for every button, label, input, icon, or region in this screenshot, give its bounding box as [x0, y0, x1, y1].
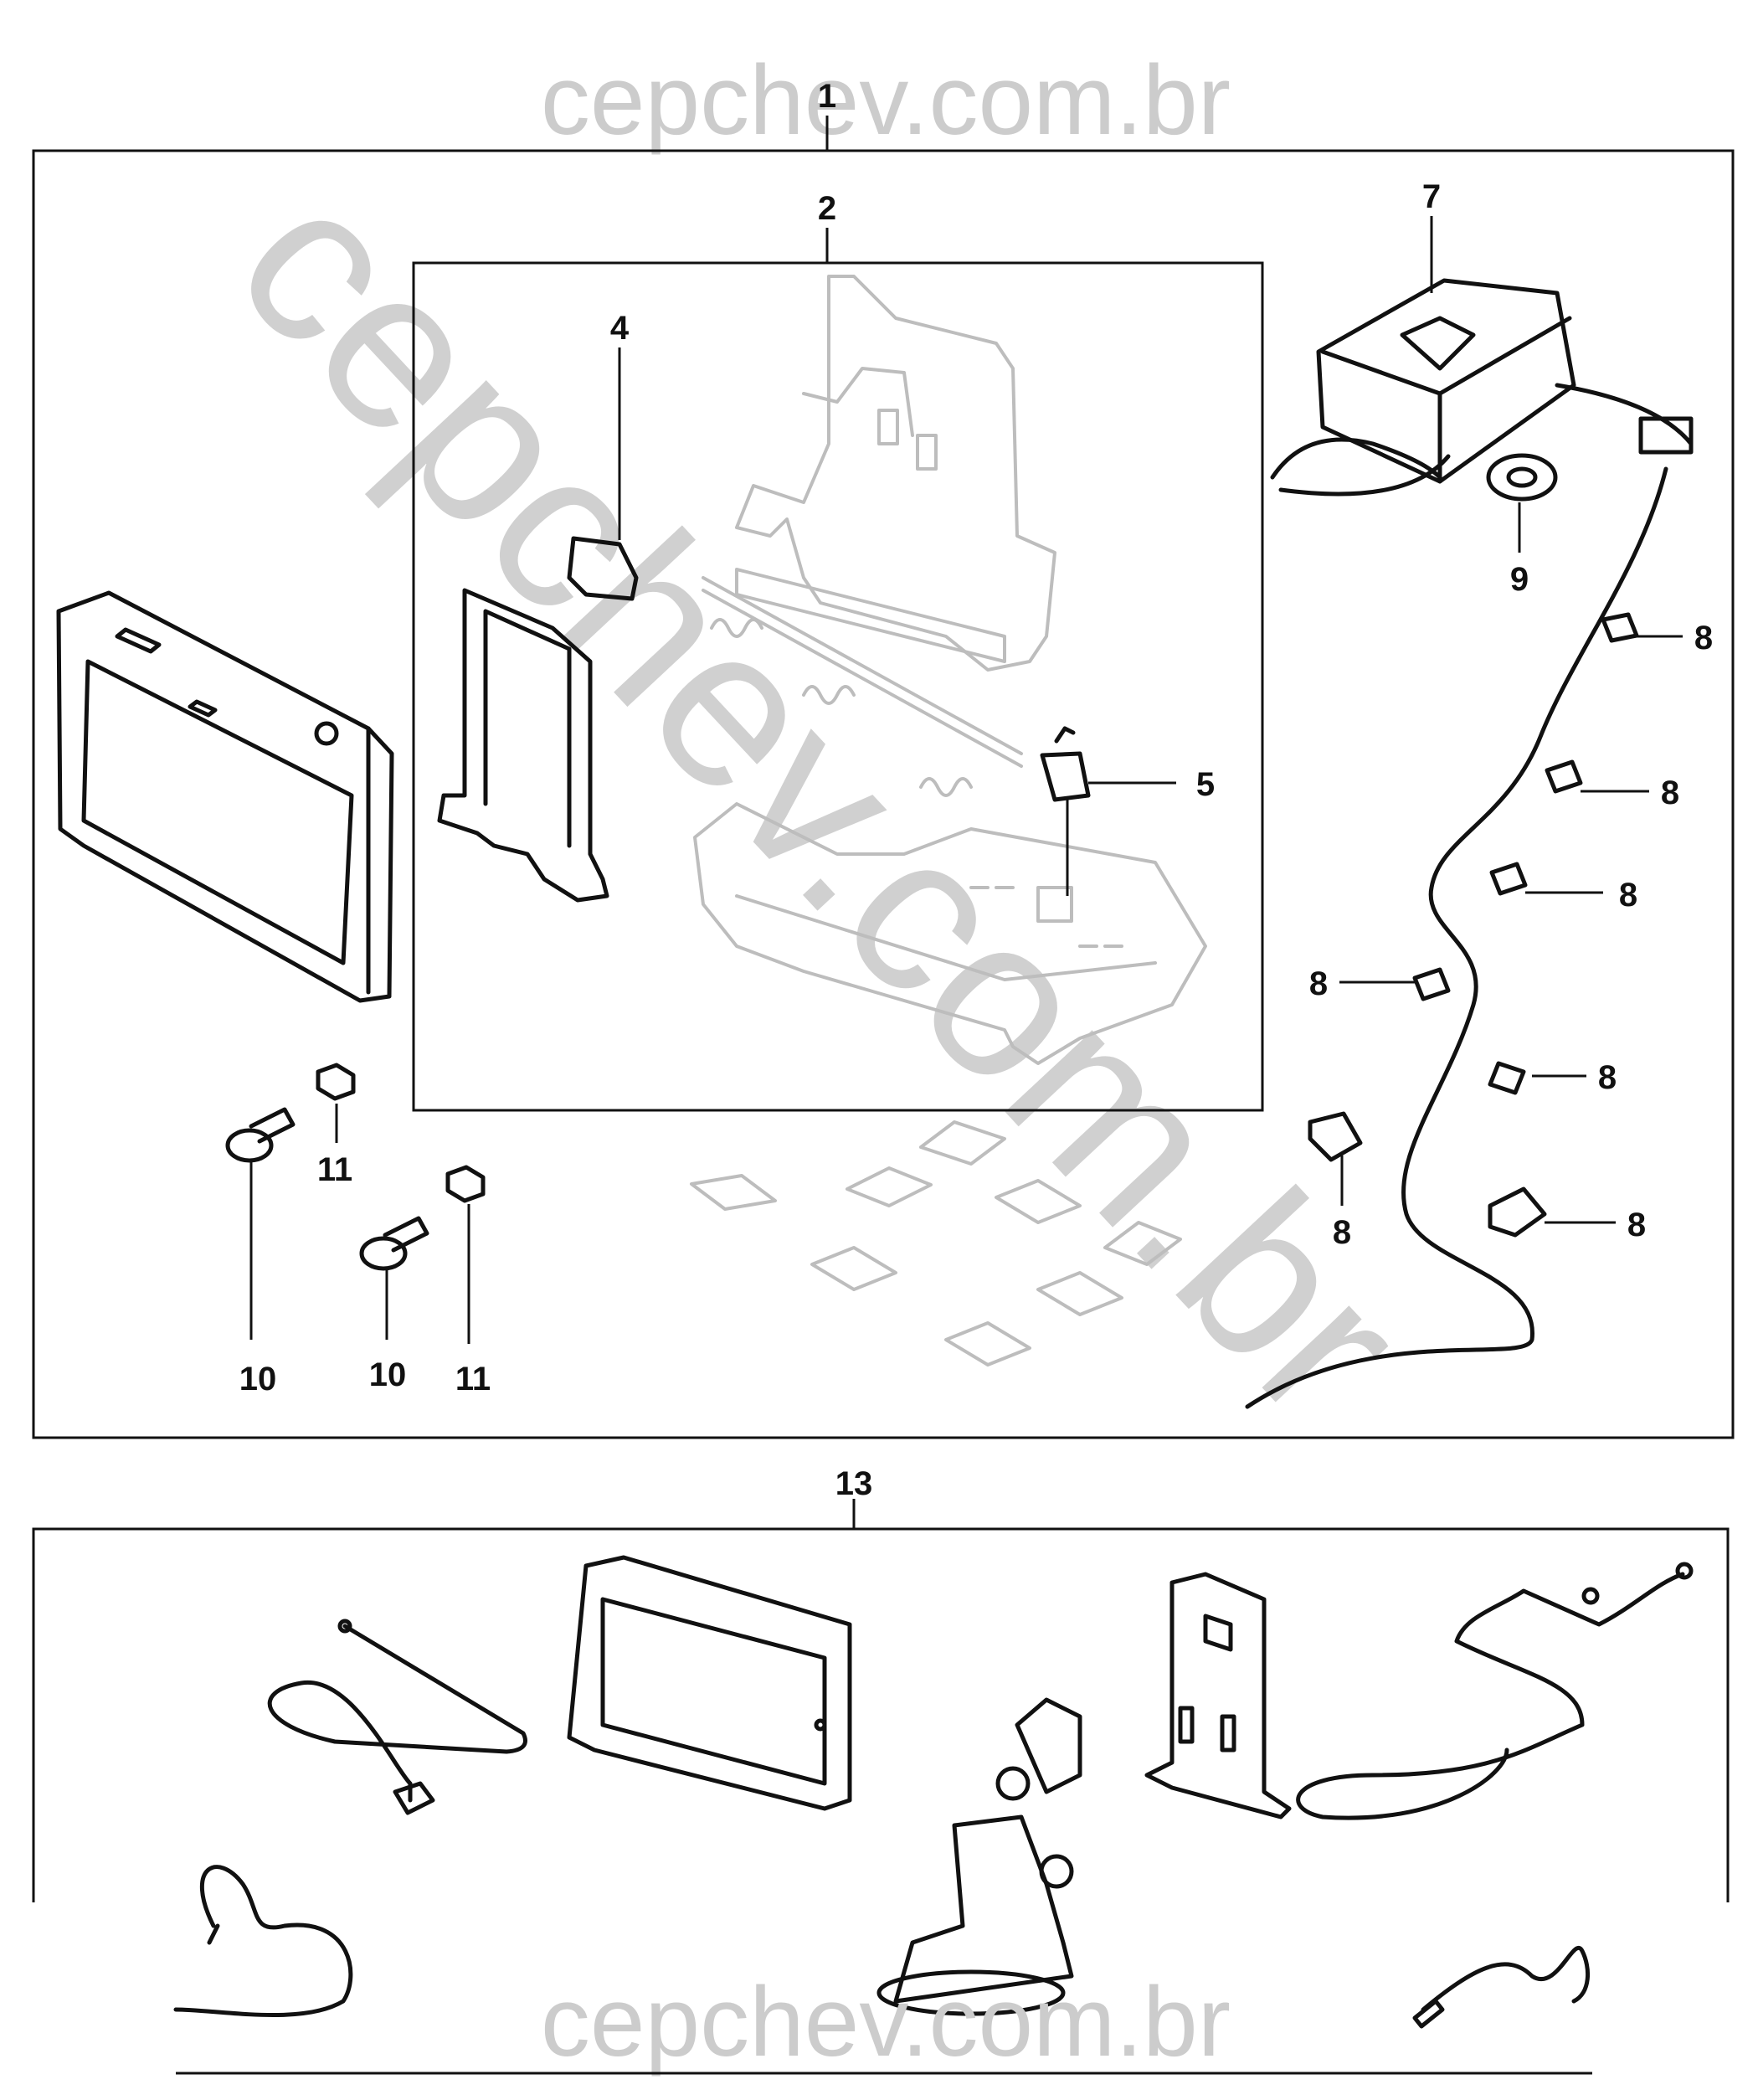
holder-bracket: [437, 588, 609, 903]
part-5-connector: [1040, 726, 1091, 802]
callout-4: 4: [610, 310, 630, 347]
callout-7: 7: [1422, 178, 1441, 215]
kit-13-display-unit: [567, 1555, 852, 1811]
wiring-harness-cable: [1245, 466, 1668, 1409]
kit-1-frame: [32, 149, 1735, 1439]
callout-8c: 8: [1619, 877, 1637, 914]
callout-5: 5: [1196, 766, 1215, 803]
adhesive-pads-ghost: [690, 1120, 1182, 1367]
callout-13: 13: [835, 1465, 873, 1502]
callout-8b: 8: [1661, 775, 1679, 811]
callout-8e: 8: [1598, 1059, 1617, 1096]
watermark-bottom: cepchev.com.br: [541, 1967, 1231, 2077]
callout-9: 9: [1510, 561, 1529, 598]
part-11-nut-a: [316, 1063, 356, 1101]
callout-10b: 10: [369, 1356, 407, 1393]
bottom-crop-band: [0, 1902, 167, 2100]
kit-13-cable-left: [267, 1619, 527, 1815]
kit-2-frame: [412, 261, 1264, 1112]
callout-8g: 8: [1627, 1207, 1646, 1243]
watermark-top: cepchev.com.br: [541, 45, 1231, 156]
part-9-grommet: [1486, 453, 1558, 502]
navigation-display-unit: [56, 590, 394, 1003]
callout-10a: 10: [239, 1361, 277, 1397]
callout-8d: 8: [1309, 965, 1328, 1002]
callout-2: 2: [818, 190, 836, 227]
kit-13-bracket: [1144, 1572, 1292, 1819]
part-10-screw-b: [359, 1216, 429, 1271]
kit-13-frame: [32, 1527, 1730, 1902]
kit-13-cable-bottom-right: [1412, 1946, 1591, 2029]
kit-13-harness-right: [1296, 1562, 1694, 1820]
callout-11b: 11: [455, 1361, 491, 1397]
kit-13-suction-mount: [876, 1697, 1082, 2016]
callout-8a: 8: [1694, 620, 1713, 656]
part-7-power-adapter: [1270, 278, 1694, 497]
harness-clips: [1308, 612, 1639, 1238]
callout-11a: 11: [317, 1151, 352, 1188]
callout-1: 1: [818, 78, 836, 115]
part-4-clip: [567, 536, 639, 601]
callout-8f: 8: [1333, 1214, 1351, 1251]
cradle-bracket-ghost: [693, 275, 1207, 1065]
part-11-nut-b: [445, 1165, 486, 1203]
kit-13-cable-bottom-left: [173, 1865, 353, 2017]
part-10-screw-a: [225, 1107, 296, 1163]
bottom-crop-band-right: [1591, 1902, 1758, 2100]
